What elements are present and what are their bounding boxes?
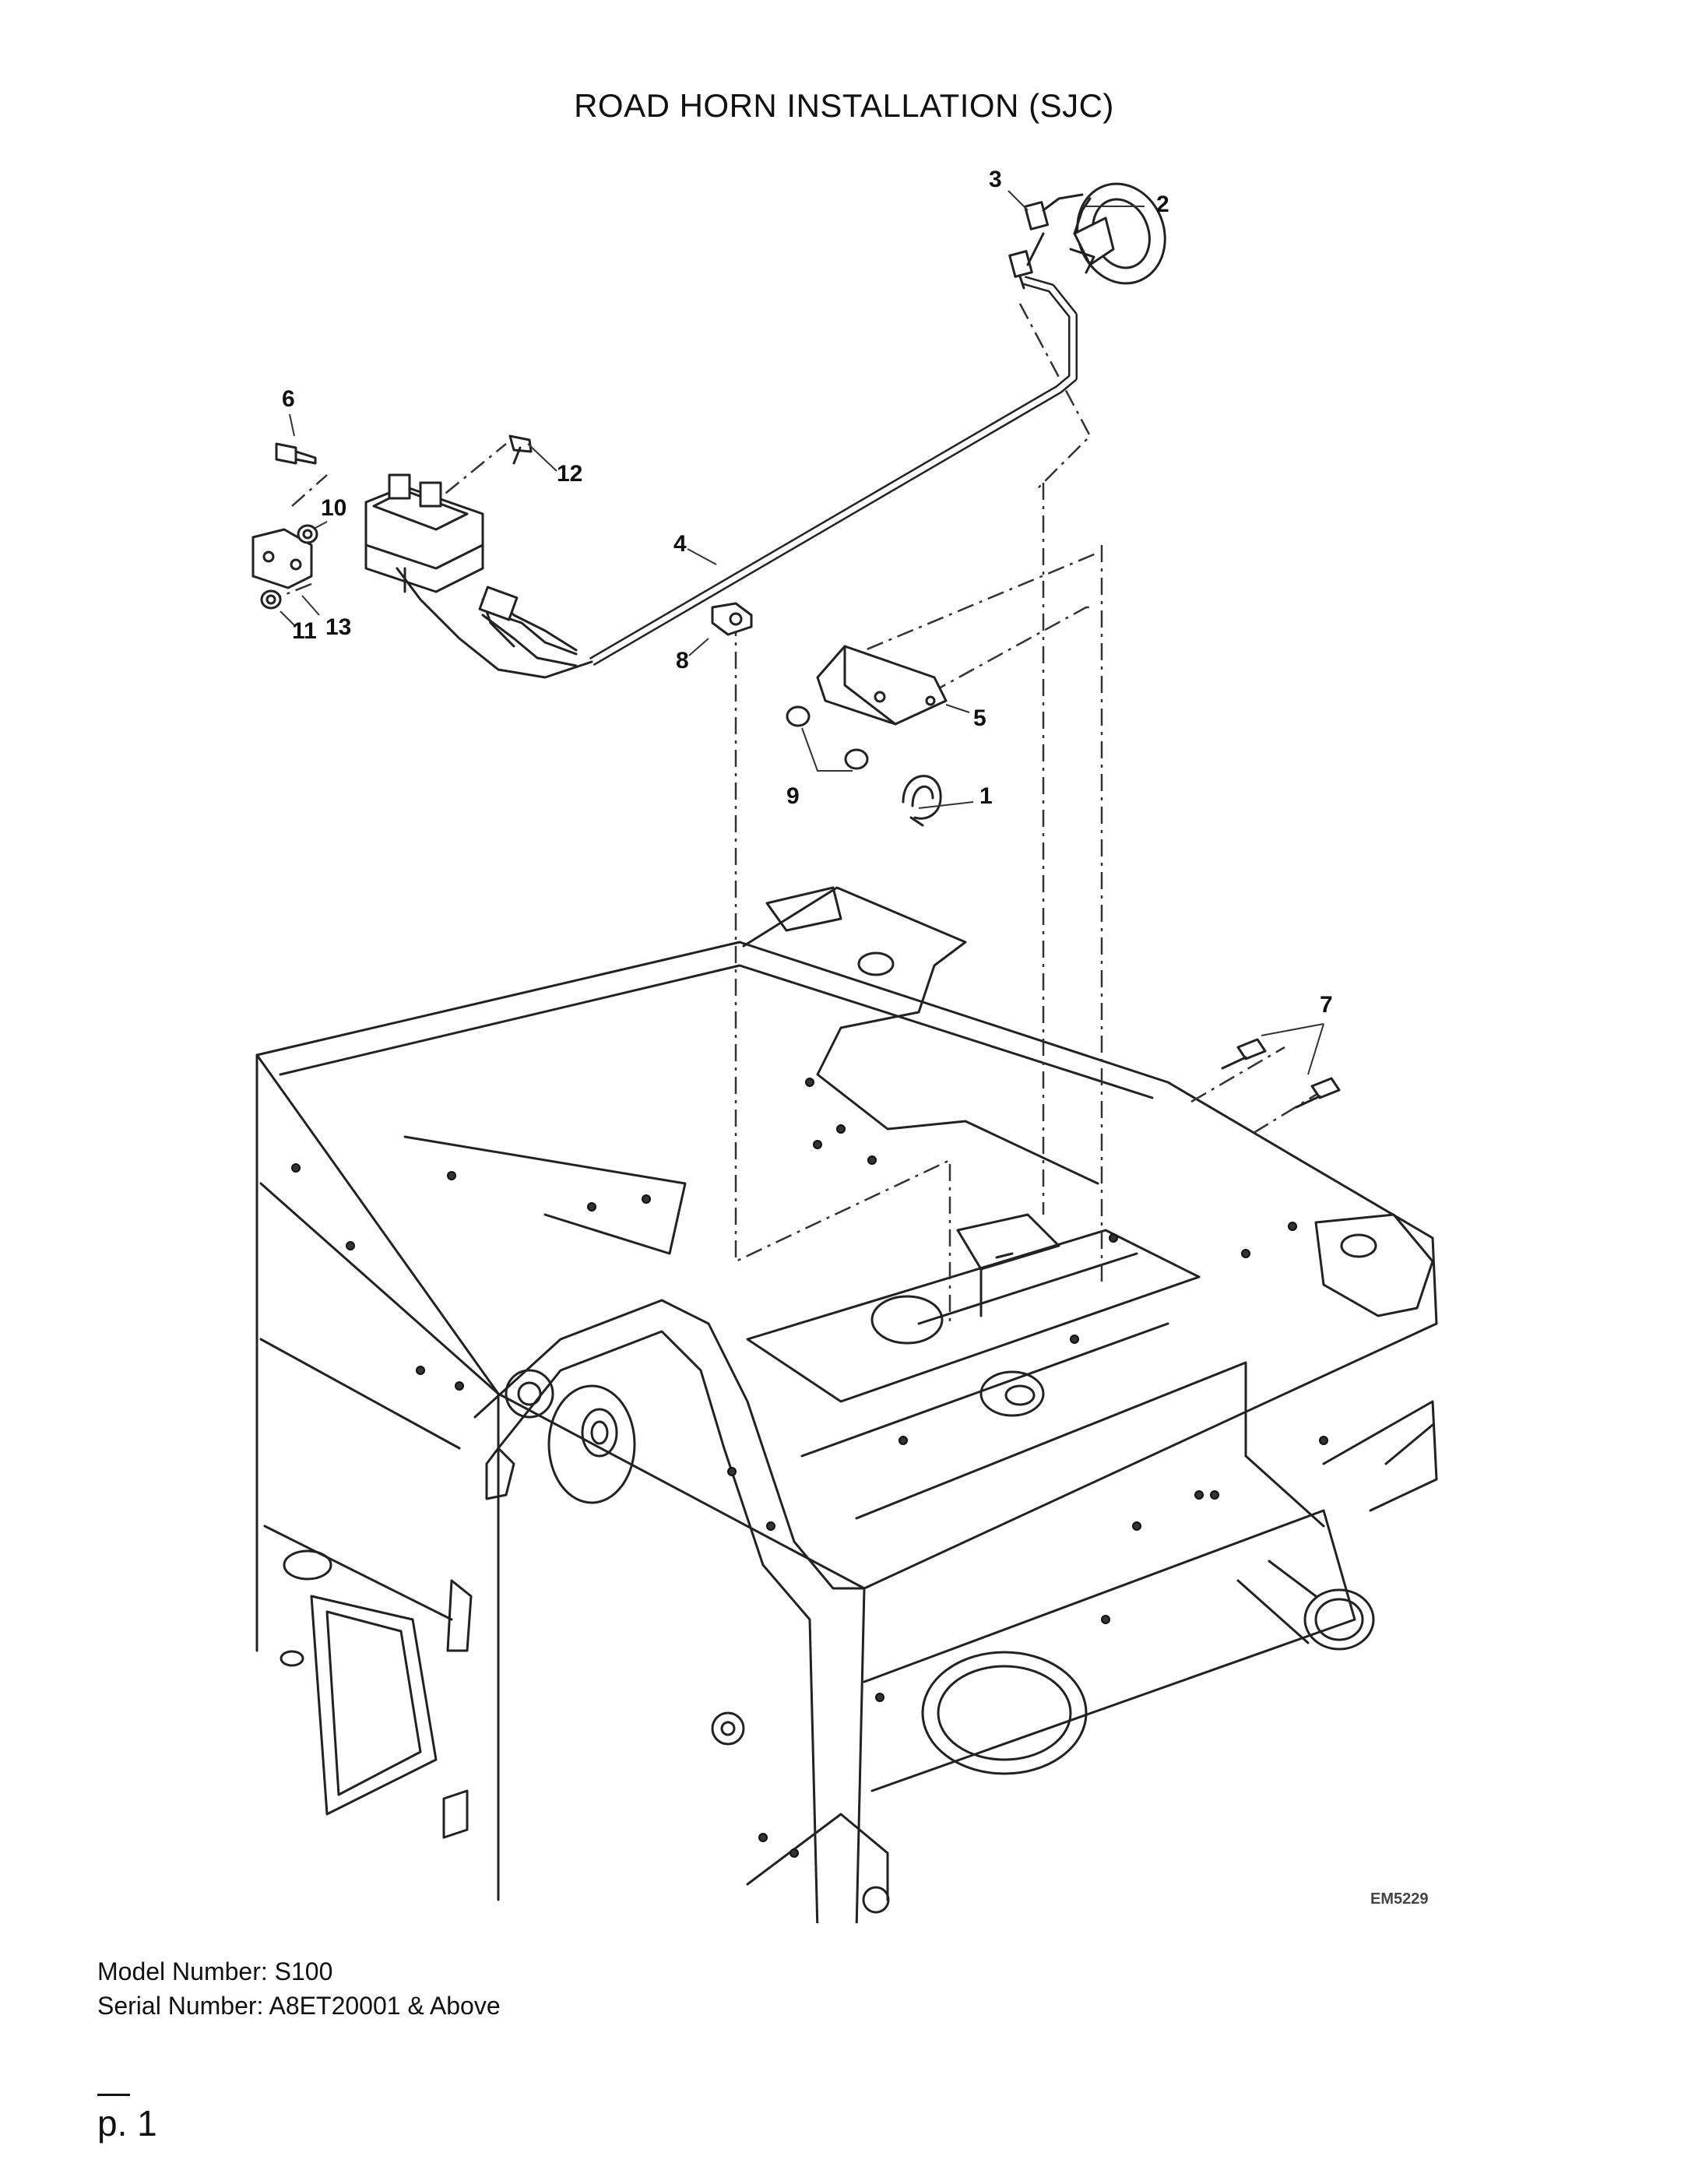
- serial-number: Serial Number: A8ET20001 & Above: [97, 1992, 501, 2020]
- callout-7: 7: [1320, 992, 1333, 1018]
- callout-4: 4: [673, 531, 687, 557]
- callout-6: 6: [282, 386, 295, 412]
- callout-9: 9: [786, 783, 800, 809]
- screw-12: [508, 434, 533, 465]
- callout-8: 8: [676, 648, 689, 673]
- horn-bracket: [816, 645, 948, 726]
- nut-11: [260, 589, 282, 610]
- callout-12: 12: [557, 461, 582, 487]
- horn: [1069, 182, 1166, 285]
- machine-frame: [255, 886, 1438, 1923]
- page-divider: [97, 2094, 130, 2096]
- parts-diagram: 1 2 3 4 5 6 7 8 9 10 11 12 13 EM5229: [251, 167, 1438, 1923]
- callout-10: 10: [321, 495, 346, 521]
- callout-13: 13: [325, 614, 351, 640]
- figure-code: EM5229: [1370, 1890, 1429, 1908]
- clamp-8: [711, 602, 753, 636]
- connector: [1008, 193, 1084, 290]
- bolt-6: [275, 442, 317, 465]
- relay-assembly: [364, 473, 484, 593]
- hose-clamp-1: [902, 775, 942, 827]
- callout-5: 5: [973, 705, 986, 731]
- model-number: Model Number: S100: [97, 1957, 333, 1985]
- callout-3: 3: [989, 167, 1002, 192]
- wire-harness: [396, 276, 1078, 679]
- callout-11: 11: [292, 618, 317, 644]
- model-info: Model Number: S100 Serial Number: A8ET20…: [97, 1954, 501, 2023]
- assembly-lines: [272, 303, 1324, 1324]
- leader-lines: [280, 190, 1324, 1075]
- mounting-bracket-left: [251, 528, 313, 589]
- callout-labels: 1 2 3 4 5 6 7 8 9 10 11 12 13: [282, 167, 1333, 1018]
- nut-10: [297, 524, 318, 544]
- callout-2: 2: [1156, 192, 1169, 217]
- callout-1: 1: [979, 783, 993, 809]
- nut-9: [786, 705, 869, 772]
- page-number: p. 1: [97, 2103, 157, 2144]
- page-title: ROAD HORN INSTALLATION (SJC): [574, 87, 1114, 124]
- frame-bolts: [1221, 1038, 1341, 1109]
